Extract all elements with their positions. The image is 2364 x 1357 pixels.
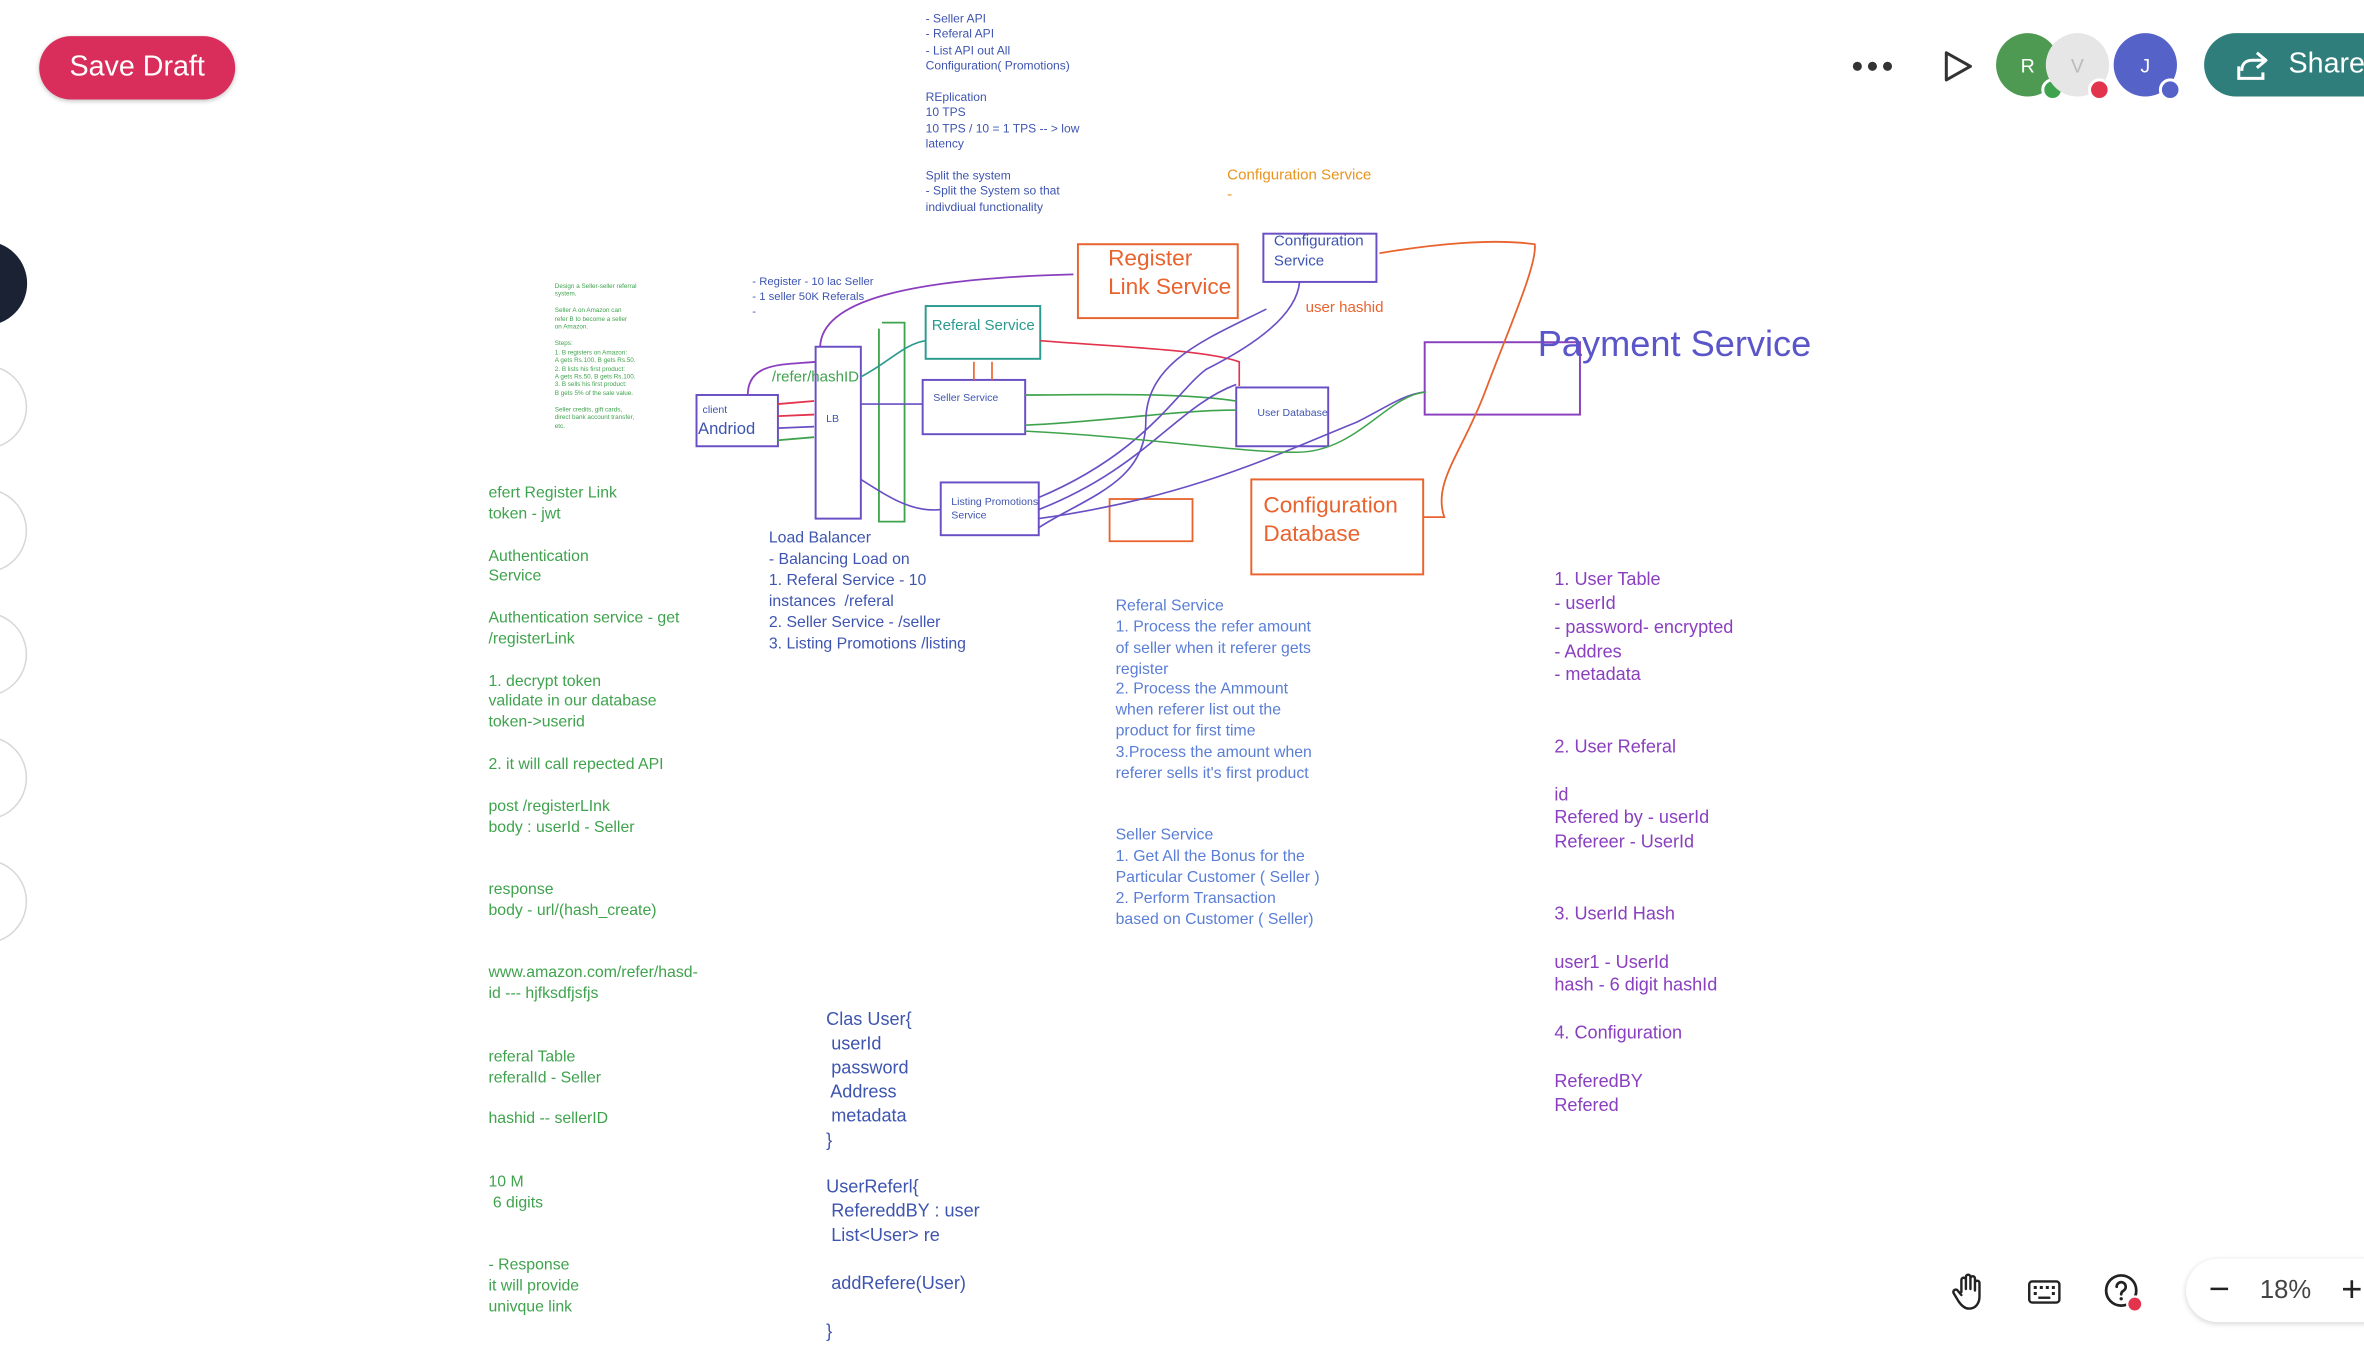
zoom-out-button[interactable]: − bbox=[2208, 1269, 2230, 1311]
share-button[interactable]: Share bbox=[2204, 33, 2364, 97]
android-label: Andriod bbox=[698, 420, 756, 439]
register-link-service-label: Register Link Service bbox=[1108, 245, 1232, 300]
referal-service-box bbox=[924, 305, 1042, 360]
lb-label: LB bbox=[826, 414, 840, 426]
payment-service-label: Payment Service bbox=[1537, 324, 1812, 365]
avatar-initial: V bbox=[2070, 53, 2084, 77]
help-icon[interactable] bbox=[2096, 1265, 2150, 1319]
save-draft-button[interactable]: Save Draft bbox=[39, 36, 236, 100]
register-link-service-box bbox=[1076, 243, 1239, 320]
referal-service-notes: Referal Service 1. Process the refer amo… bbox=[1115, 597, 1320, 929]
hand-tool-icon[interactable] bbox=[1942, 1265, 1996, 1319]
listing-promotions-label: Listing Promotions Service bbox=[951, 497, 1039, 522]
load-balancer-box bbox=[814, 345, 862, 520]
refer-hashid-label: /refer/hashID bbox=[771, 369, 860, 386]
keyboard-icon[interactable] bbox=[2017, 1265, 2071, 1319]
user-database-label: User Database bbox=[1257, 408, 1328, 420]
status-dot bbox=[2158, 78, 2182, 102]
zoom-control: − 18% + bbox=[2186, 1258, 2364, 1323]
configuration-database-label: Configuration Database bbox=[1263, 492, 1398, 547]
zoom-level: 18% bbox=[2259, 1275, 2312, 1305]
avatar-initial: R bbox=[2020, 53, 2035, 77]
load-balancer-notes: Load Balancer - Balancing Load on 1. Ref… bbox=[768, 529, 966, 653]
config-service-note: Configuration Service - bbox=[1227, 167, 1372, 204]
payment-service-box bbox=[1423, 341, 1581, 416]
tables-notes: 1. User Table - userId - password- encry… bbox=[1554, 568, 1734, 1115]
avatar-initial: J bbox=[2140, 53, 2151, 77]
user-database-box bbox=[1235, 386, 1330, 448]
avatar[interactable]: V bbox=[2045, 33, 2110, 97]
client-label: client bbox=[702, 405, 728, 417]
client-box bbox=[695, 394, 779, 448]
top-notes: - Seller API - Referal API - List API ou… bbox=[925, 12, 1080, 214]
seller-service-box bbox=[921, 378, 1027, 436]
auth-notes: efert Register Link token - jwt Authenti… bbox=[488, 483, 698, 1316]
referal-service-label: Referal Service bbox=[931, 318, 1035, 335]
configuration-database-box bbox=[1250, 478, 1425, 576]
user-hashid-label: user hashid bbox=[1305, 300, 1384, 317]
zoom-in-button[interactable]: + bbox=[2341, 1269, 2363, 1311]
register-notes: - Register - 10 lac Seller - 1 seller 50… bbox=[752, 274, 874, 318]
problem-statement-notes: Design a Seller-seller referral system. … bbox=[554, 281, 637, 430]
configuration-service-box bbox=[1262, 232, 1378, 283]
share-icon bbox=[2237, 51, 2268, 80]
share-label: Share bbox=[2288, 48, 2364, 80]
more-options-icon[interactable] bbox=[1842, 45, 1902, 87]
present-play-icon[interactable] bbox=[1933, 42, 1981, 90]
class-notes: Clas User{ userId password Address metad… bbox=[826, 1008, 980, 1342]
configuration-service-label: Configuration Service bbox=[1273, 233, 1364, 270]
status-dot bbox=[2088, 78, 2111, 102]
seller-service-label: Seller Service bbox=[933, 393, 999, 405]
